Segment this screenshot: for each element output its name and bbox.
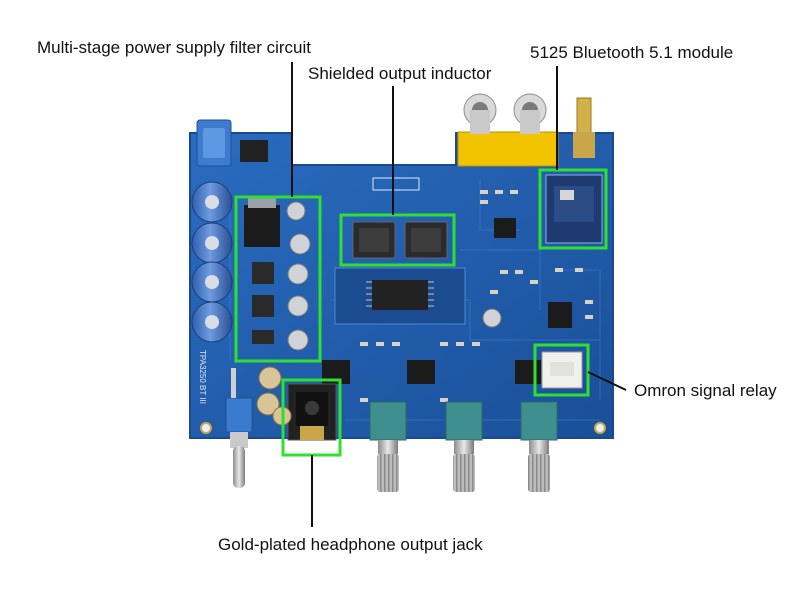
coupling-capacitors xyxy=(256,366,292,426)
smd-components xyxy=(360,190,593,402)
regulator-chip xyxy=(240,140,268,162)
output-inductors xyxy=(352,221,448,259)
silkscreen-model-text: TPA3250 BT III xyxy=(198,350,207,404)
callout-headphone-jack: Gold-plated headphone output jack xyxy=(218,535,483,554)
filter-capacitors xyxy=(191,181,233,343)
amplifier-chip xyxy=(334,267,466,325)
highlight-filter xyxy=(234,195,322,363)
highlight-bluetooth xyxy=(538,168,608,250)
capacitor xyxy=(482,308,502,328)
callout-filter-circuit: Multi-stage power supply filter circuit xyxy=(37,38,311,57)
callout-output-inductor: Shielded output inductor xyxy=(308,64,492,83)
signal-relay xyxy=(541,351,583,389)
leader-relay xyxy=(587,371,627,391)
leader-lines xyxy=(291,62,627,527)
potentiometer-volume xyxy=(369,401,407,492)
power-switch xyxy=(225,368,253,488)
mounting-hole xyxy=(200,422,212,434)
highlight-inductor xyxy=(339,213,456,267)
dc-power-jack xyxy=(196,119,232,167)
filter-components xyxy=(244,198,311,351)
callout-bluetooth-module: 5125 Bluetooth 5.1 module xyxy=(530,43,734,62)
headphone-jack xyxy=(287,383,337,441)
rca-input-jacks xyxy=(457,93,559,167)
mounting-hole xyxy=(594,422,606,434)
silkscreen-box xyxy=(372,177,420,191)
highlight-relay xyxy=(533,343,590,397)
antenna-connector xyxy=(573,97,595,158)
bluetooth-module xyxy=(545,174,603,244)
potentiometer-bass xyxy=(520,401,558,492)
potentiometer-treble xyxy=(445,401,483,492)
callout-signal-relay: Omron signal relay xyxy=(634,381,777,400)
